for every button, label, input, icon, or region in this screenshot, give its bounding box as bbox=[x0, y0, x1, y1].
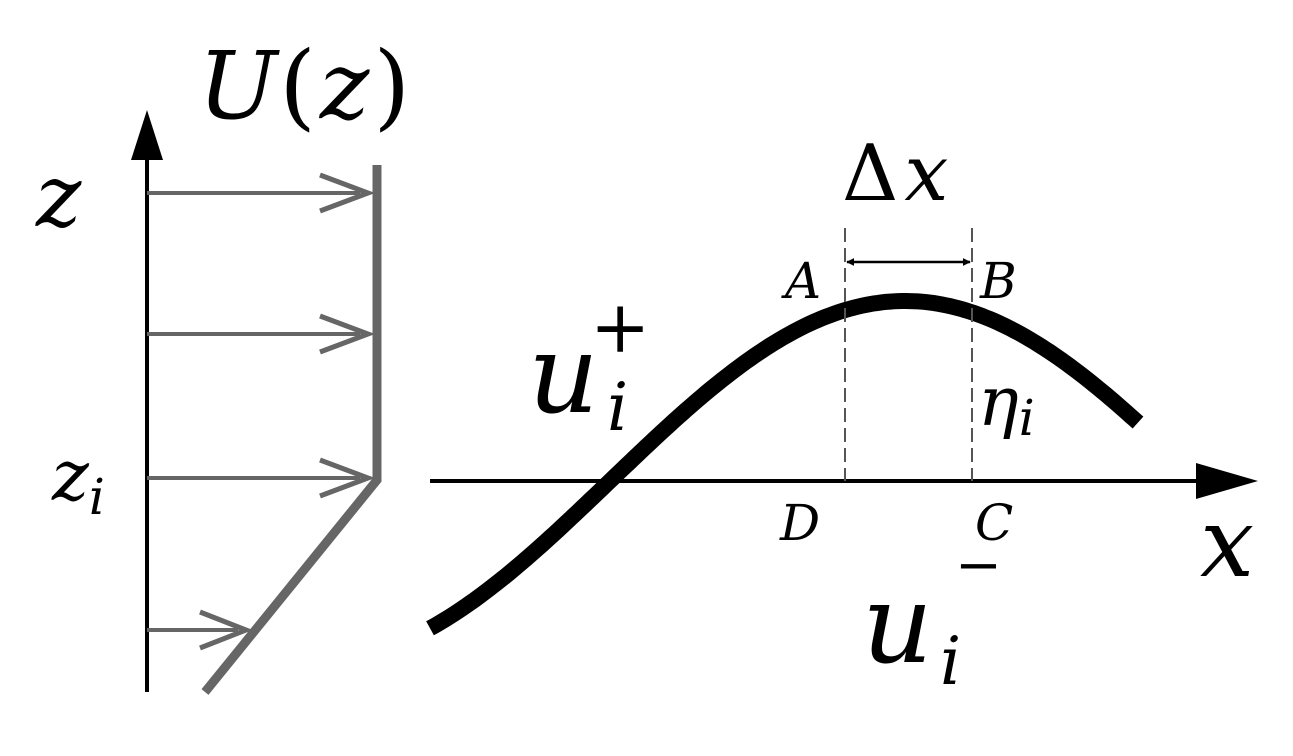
x-axis-arrowhead bbox=[1196, 463, 1258, 499]
velocity-arrow bbox=[147, 609, 253, 651]
u-minus-label: u − i bbox=[862, 533, 1002, 700]
zi-level-label: zi bbox=[51, 435, 105, 526]
velocity-arrow bbox=[147, 457, 376, 499]
eta-label: ηi bbox=[978, 363, 1035, 447]
z-axis-arrowhead bbox=[131, 110, 163, 160]
velocity-arrow bbox=[147, 172, 376, 214]
x-axis-label: x bbox=[1200, 487, 1254, 599]
svg-text:+: + bbox=[590, 285, 650, 369]
svg-text:−: − bbox=[955, 533, 1002, 598]
u-plus-label: u + i bbox=[528, 285, 650, 446]
wave-panel: Δx A B D C x u + i u − i ηi bbox=[426, 129, 1258, 700]
delta-x-label: Δx bbox=[842, 129, 948, 219]
profile-title: U(z) bbox=[198, 32, 410, 141]
point-d-label: D bbox=[779, 494, 820, 552]
point-b-label: B bbox=[979, 252, 1017, 310]
velocity-arrow bbox=[147, 313, 376, 355]
svg-text:i: i bbox=[607, 369, 628, 446]
svg-text:u: u bbox=[528, 310, 599, 438]
z-axis-label: z bbox=[35, 147, 82, 247]
velocity-profile: U(z) z zi bbox=[35, 32, 410, 695]
svg-text:u: u bbox=[862, 560, 933, 688]
wave-curve bbox=[426, 293, 1144, 636]
point-c-label: C bbox=[975, 494, 1013, 552]
point-a-label: A bbox=[781, 252, 821, 310]
velocity-profile-line bbox=[201, 165, 382, 695]
svg-text:i: i bbox=[940, 623, 961, 700]
